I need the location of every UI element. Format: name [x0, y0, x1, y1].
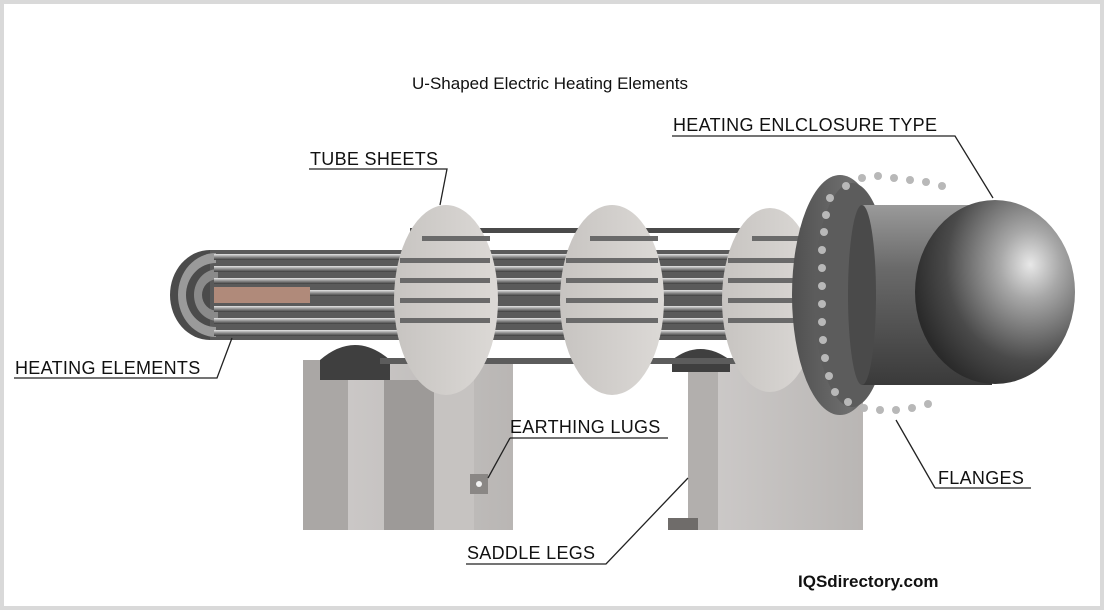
label-saddle-legs: SADDLE LEGS: [467, 543, 596, 563]
leader-heating-enclosure: [672, 135, 994, 199]
label-earthing-lugs: EARTHING LUGS: [510, 417, 661, 437]
tube-sheet-3: [722, 208, 818, 392]
label-heating-elements: HEATING ELEMENTS: [15, 358, 201, 378]
heating-enclosure: [848, 200, 1075, 385]
page-title: U-Shaped Electric Heating Elements: [412, 74, 688, 93]
leader-saddle-legs: [466, 477, 689, 565]
leader-lines: [14, 135, 1031, 565]
leader-heating-elements: [14, 337, 233, 379]
brand-watermark: IQSdirectory.com: [798, 572, 939, 591]
leader-flanges: [895, 419, 936, 489]
tube-sheet-1: [394, 205, 498, 395]
label-heating-enclosure: HEATING ENLCLOSURE TYPE: [673, 115, 938, 135]
flange-bolts: [818, 172, 946, 414]
tube-sheet-2: [560, 205, 664, 395]
label-tube-sheets: TUBE SHEETS: [310, 149, 439, 169]
saddle-leg-left: [303, 343, 513, 530]
leader-tube-sheets: [309, 168, 448, 206]
label-flanges: FLANGES: [938, 468, 1025, 488]
